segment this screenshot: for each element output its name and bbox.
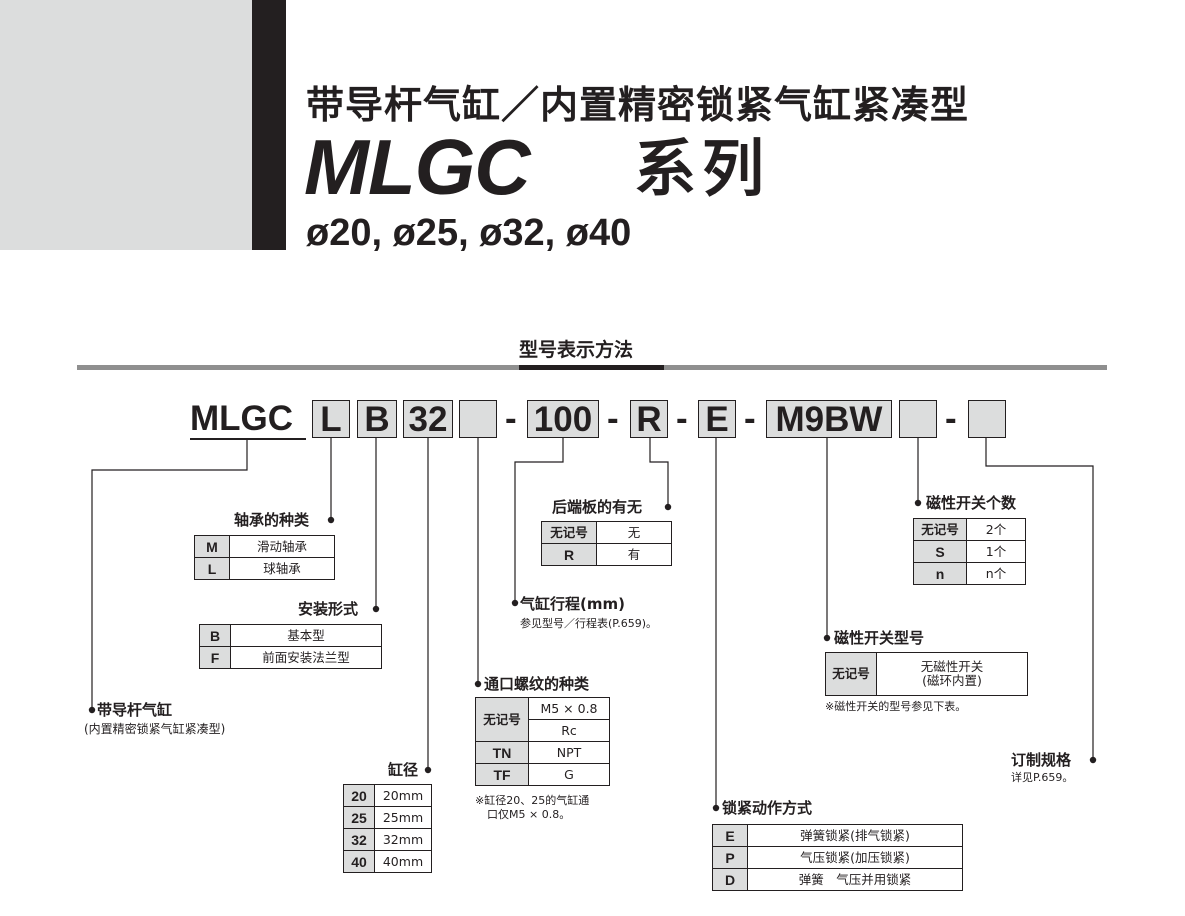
switch-type-label: 磁性开关型号 (834, 629, 925, 647)
code-box-switch-count (899, 400, 937, 438)
code-box-port (459, 400, 497, 438)
code-dash: - (744, 399, 756, 438)
code-box-switch: M9BW (766, 400, 892, 439)
switch-type-note: ※磁性开关的型号参见下表。 (825, 700, 967, 713)
switch-type-value: (磁环内置) (922, 673, 982, 688)
section-heading: 型号表示方法 (519, 339, 634, 361)
code-dash: - (945, 399, 957, 438)
bore-size-label: 缸径 (388, 761, 419, 779)
code-box-lock: E (698, 400, 736, 439)
switch-type-table: 无记号 无磁性开关 (磁环内置) (825, 652, 1028, 696)
code-box-stroke: 100 (527, 400, 599, 439)
bore-sizes: ø20, ø25, ø32, ø40 (306, 212, 632, 254)
port-thread-note: 口仅M5 × 0.8。 (487, 808, 571, 821)
stroke-note: 参见型号／行程表(P.659)。 (520, 617, 657, 630)
table-row: 无记号无 (541, 521, 672, 544)
custom-spec-label: 订制规格 (1011, 751, 1072, 769)
port-thread-note: ※缸径20、25的气缸通 (475, 794, 590, 807)
code-box-custom (968, 400, 1006, 438)
mounting-type-label: 安装形式 (298, 600, 359, 618)
page-title: 带导杆气缸／内置精密锁紧气缸紧凑型 (306, 83, 970, 127)
code-box-rear-plate: R (630, 400, 668, 439)
code-dash: - (607, 399, 619, 438)
code-dash: - (505, 399, 517, 438)
lock-action-label: 锁紧动作方式 (722, 799, 813, 817)
header-gray-block (0, 0, 252, 250)
switch-type-value: 无磁性开关 (920, 659, 984, 674)
series-name: MLGC (304, 123, 531, 211)
code-dash: - (676, 399, 688, 438)
table-row: 无记号 无磁性开关 (磁环内置) (825, 652, 1028, 696)
stroke-label: 气缸行程(mm) (520, 595, 625, 613)
port-thread-label: 通口螺纹的种类 (484, 675, 590, 693)
code-prefix: MLGC (190, 400, 306, 440)
bearing-type-label: 轴承的种类 (234, 511, 310, 529)
switch-count-label: 磁性开关个数 (926, 494, 1017, 512)
code-box-bearing: L (312, 400, 350, 439)
heading-rule-accent (519, 365, 664, 370)
header-black-bar (252, 0, 286, 250)
series-suffix: 系列 (634, 132, 771, 205)
code-box-mounting: B (357, 400, 397, 439)
guide-rod-label: 带导杆气缸 (97, 701, 173, 719)
custom-spec-note: 详见P.659。 (1011, 771, 1074, 784)
code-box-bore: 32 (403, 400, 453, 439)
rear-plate-label: 后端板的有无 (552, 498, 643, 516)
guide-rod-note: (内置精密锁紧气缸紧凑型) (84, 722, 226, 736)
